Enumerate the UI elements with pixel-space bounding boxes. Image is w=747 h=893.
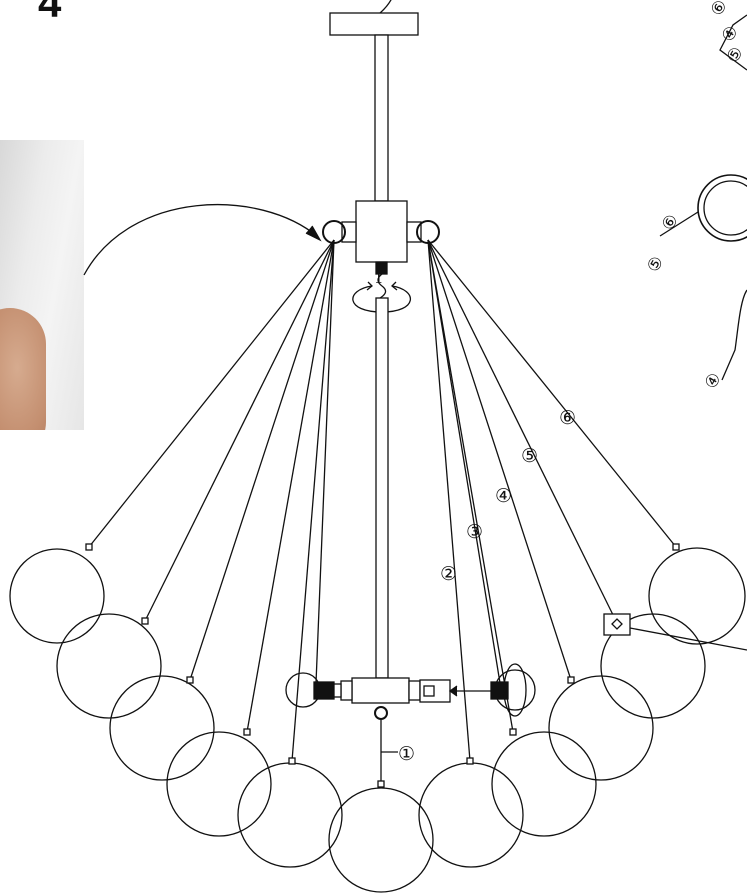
wire-right-6 — [427, 239, 501, 684]
arm-4-label: ④ — [495, 485, 512, 507]
clip-left-5 — [288, 757, 296, 765]
wire-left-4 — [246, 239, 335, 733]
ceiling-wire — [379, 0, 392, 14]
wire-right-5 — [427, 239, 471, 762]
wire-right-2 — [427, 239, 618, 624]
arm-3-label: ③ — [466, 521, 483, 543]
side-label-e: ④ — [718, 23, 743, 46]
clip-right-5 — [466, 757, 474, 765]
rotate-arrowhead — [391, 281, 398, 291]
left-bulb-cap — [333, 683, 342, 698]
globe-right-1 — [648, 547, 746, 645]
globe-left-2 — [56, 613, 162, 719]
side-label-d: ⑥ — [707, 0, 732, 20]
side-label-b: ⑥ — [658, 211, 683, 234]
globe-left-1 — [9, 548, 105, 644]
arm-1-clip — [377, 780, 385, 788]
right-bulb-rotate-icon — [503, 663, 527, 717]
wire-left-3 — [189, 239, 335, 681]
globe-right-3 — [548, 675, 654, 781]
side-label-a: ⑤ — [643, 253, 668, 276]
finger-icon — [0, 308, 46, 430]
globe-left-3 — [109, 675, 215, 781]
side-ring-inner — [703, 180, 747, 236]
rotate-arrowhead-left — [366, 281, 373, 291]
globe-center — [328, 787, 434, 893]
hub-left-socket — [341, 221, 357, 243]
callout-arrow — [83, 204, 319, 276]
right-connector-slot — [423, 685, 435, 697]
left-bulb-socket — [313, 681, 335, 700]
side-part-line-1 — [659, 211, 699, 237]
upper-stem — [374, 34, 389, 202]
bottom-right-tab — [408, 680, 421, 701]
finger-pressing-photo — [0, 140, 84, 430]
side-ring-outer — [697, 174, 747, 242]
side-label-c: ④ — [701, 370, 726, 393]
detail-callout-box — [603, 613, 631, 636]
clip-left-1 — [85, 543, 93, 551]
lower-stem — [375, 297, 389, 679]
arm-5-label: ⑤ — [521, 445, 538, 467]
globe-left-4 — [166, 731, 272, 837]
wire-left-6 — [315, 239, 335, 684]
arm-1-label: ① — [398, 743, 415, 765]
wire-right-4 — [427, 239, 514, 733]
swivel-spring-icon — [377, 273, 387, 299]
wire-left-5 — [291, 239, 335, 762]
bottom-block — [351, 677, 410, 704]
globe-right-4 — [491, 731, 597, 837]
callout-arrowhead — [305, 225, 322, 242]
assembly-arrowhead — [448, 685, 458, 697]
clip-right-1 — [672, 543, 680, 551]
ceiling-canopy — [329, 12, 419, 36]
clip-left-3 — [186, 676, 194, 684]
side-part-line-2 — [721, 289, 747, 381]
clip-right-4 — [509, 728, 517, 736]
clip-right-3 — [567, 676, 575, 684]
globe-left-5 — [237, 762, 343, 868]
bottom-hook-ring — [374, 706, 388, 720]
arm-6-label: ⑥ — [559, 407, 576, 429]
wire-right-1 — [427, 239, 677, 548]
side-part-line-3 — [719, 14, 747, 71]
swivel-mark-label: 1 — [374, 269, 384, 287]
side-label-f: ⑤ — [723, 44, 747, 67]
detail-clip-icon — [611, 618, 623, 630]
bottom-left-tab — [340, 680, 353, 701]
step-number: 4 — [38, 0, 62, 26]
detail-leader-line — [629, 627, 747, 651]
wire-left-2 — [144, 239, 335, 622]
wire-right-3 — [427, 239, 572, 681]
hub-body — [355, 200, 408, 263]
clip-left-2 — [141, 617, 149, 625]
clip-left-4 — [243, 728, 251, 736]
arm-2-label: ② — [440, 563, 457, 585]
wire-left-1 — [88, 239, 335, 548]
globe-right-5 — [418, 762, 524, 868]
